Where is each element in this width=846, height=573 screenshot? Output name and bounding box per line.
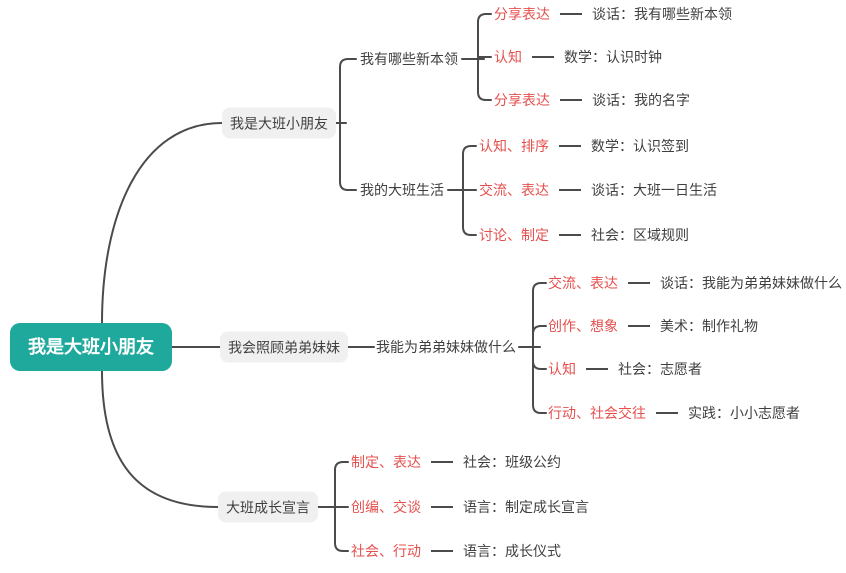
connector-topic3-leaf4 xyxy=(532,346,547,414)
leaf-connector-dash xyxy=(628,282,650,284)
leaf-connector-dash xyxy=(586,368,608,370)
leaf-tag[interactable]: 认知 xyxy=(494,49,522,65)
leaf-connector-dash xyxy=(628,325,650,327)
connector-topic2-leaf1 xyxy=(462,145,477,191)
leaf-tag[interactable]: 创作、想象 xyxy=(548,318,618,334)
leaf-tag[interactable]: 交流、表达 xyxy=(479,182,549,198)
leaf-row: 认知、排序 数学：认识签到 xyxy=(479,139,689,153)
leaf-desc[interactable]: 谈话：我能为弟弟妹妹做什么 xyxy=(660,275,842,291)
topic-node-class-life[interactable]: 我的大班生活 xyxy=(360,182,444,198)
leaf-tag[interactable]: 行动、社会交往 xyxy=(548,405,646,421)
leaf-row: 分享表达 谈话：我有哪些新本领 xyxy=(494,7,732,21)
leaf-row: 创作、想象 美术：制作礼物 xyxy=(548,319,758,333)
connector-root-branch3 xyxy=(101,370,219,508)
leaf-desc[interactable]: 美术：制作礼物 xyxy=(660,318,758,334)
leaf-row: 分享表达 谈话：我的名字 xyxy=(494,93,690,107)
root-node[interactable]: 我是大班小朋友 xyxy=(10,323,172,371)
leaf-connector-dash xyxy=(431,461,453,463)
leaf-row: 交流、表达 谈话：大班一日生活 xyxy=(479,183,717,197)
leaf-desc[interactable]: 社会：班级公约 xyxy=(463,454,561,470)
leaf-row: 交流、表达 谈话：我能为弟弟妹妹做什么 xyxy=(548,276,842,290)
leaf-desc[interactable]: 社会：志愿者 xyxy=(618,361,702,377)
leaf-desc[interactable]: 实践：小小志愿者 xyxy=(688,405,800,421)
leaf-tag[interactable]: 创编、交谈 xyxy=(351,499,421,515)
leaf-tag[interactable]: 讨论、制定 xyxy=(479,227,549,243)
connector-topic3-leaf2 xyxy=(532,325,547,348)
connector-branch3-leaf1 xyxy=(334,461,349,508)
connector-branch1-child2 xyxy=(339,122,357,191)
leaf-desc[interactable]: 谈话：我有哪些新本领 xyxy=(592,6,732,22)
leaf-desc[interactable]: 数学：认识签到 xyxy=(591,138,689,154)
topic-node-new-skills[interactable]: 我有哪些新本领 xyxy=(360,51,458,67)
leaf-row: 创编、交谈 语言：制定成长宣言 xyxy=(351,500,589,514)
leaf-connector-dash xyxy=(560,13,582,15)
leaf-desc[interactable]: 谈话：我的名字 xyxy=(592,92,690,108)
leaf-desc[interactable]: 语言：成长仪式 xyxy=(463,543,561,559)
branch-node-2[interactable]: 我会照顾弟弟妹妹 xyxy=(220,331,348,363)
leaf-row: 行动、社会交往 实践：小小志愿者 xyxy=(548,406,800,420)
leaf-desc[interactable]: 谈话：大班一日生活 xyxy=(591,182,717,198)
leaf-row: 社会、行动 语言：成长仪式 xyxy=(351,544,561,558)
branch-node-1[interactable]: 我是大班小朋友 xyxy=(222,107,336,139)
leaf-connector-dash xyxy=(560,99,582,101)
connector-topic1-leaf3 xyxy=(477,58,492,101)
leaf-tag[interactable]: 分享表达 xyxy=(494,92,550,108)
leaf-row: 认知 社会：志愿者 xyxy=(548,362,702,376)
leaf-tag[interactable]: 认知、排序 xyxy=(479,138,549,154)
leaf-row: 认知 数学：认识时钟 xyxy=(494,50,662,64)
leaf-desc[interactable]: 数学：认识时钟 xyxy=(564,49,662,65)
leaf-connector-dash xyxy=(431,506,453,508)
leaf-row: 讨论、制定 社会：区域规则 xyxy=(479,228,689,242)
connector-topic3-leaf3 xyxy=(532,346,547,370)
leaf-tag[interactable]: 分享表达 xyxy=(494,6,550,22)
leaf-connector-dash xyxy=(656,412,678,414)
leaf-tag[interactable]: 社会、行动 xyxy=(351,543,421,559)
branch-node-3[interactable]: 大班成长宣言 xyxy=(218,491,318,523)
leaf-tag[interactable]: 认知 xyxy=(548,361,576,377)
leaf-tag[interactable]: 交流、表达 xyxy=(548,275,618,291)
leaf-row: 制定、表达 社会：班级公约 xyxy=(351,455,561,469)
connector-root-branch1 xyxy=(101,122,223,324)
leaf-connector-dash xyxy=(431,550,453,552)
leaf-tag[interactable]: 制定、表达 xyxy=(351,454,421,470)
leaf-connector-dash xyxy=(559,189,581,191)
connector-topic2-leaf3 xyxy=(462,189,477,236)
leaf-connector-dash xyxy=(559,145,581,147)
leaf-connector-dash xyxy=(532,56,554,58)
connector-topic3-leaf1 xyxy=(532,282,547,348)
leaf-desc[interactable]: 语言：制定成长宣言 xyxy=(463,499,589,515)
leaf-connector-dash xyxy=(559,234,581,236)
connector-branch3-leaf3 xyxy=(334,506,349,552)
leaf-desc[interactable]: 社会：区域规则 xyxy=(591,227,689,243)
connector-branch1-child1 xyxy=(339,58,357,124)
connector-topic1-leaf1 xyxy=(477,13,492,60)
topic-node-help-siblings[interactable]: 我能为弟弟妹妹做什么 xyxy=(376,339,516,355)
